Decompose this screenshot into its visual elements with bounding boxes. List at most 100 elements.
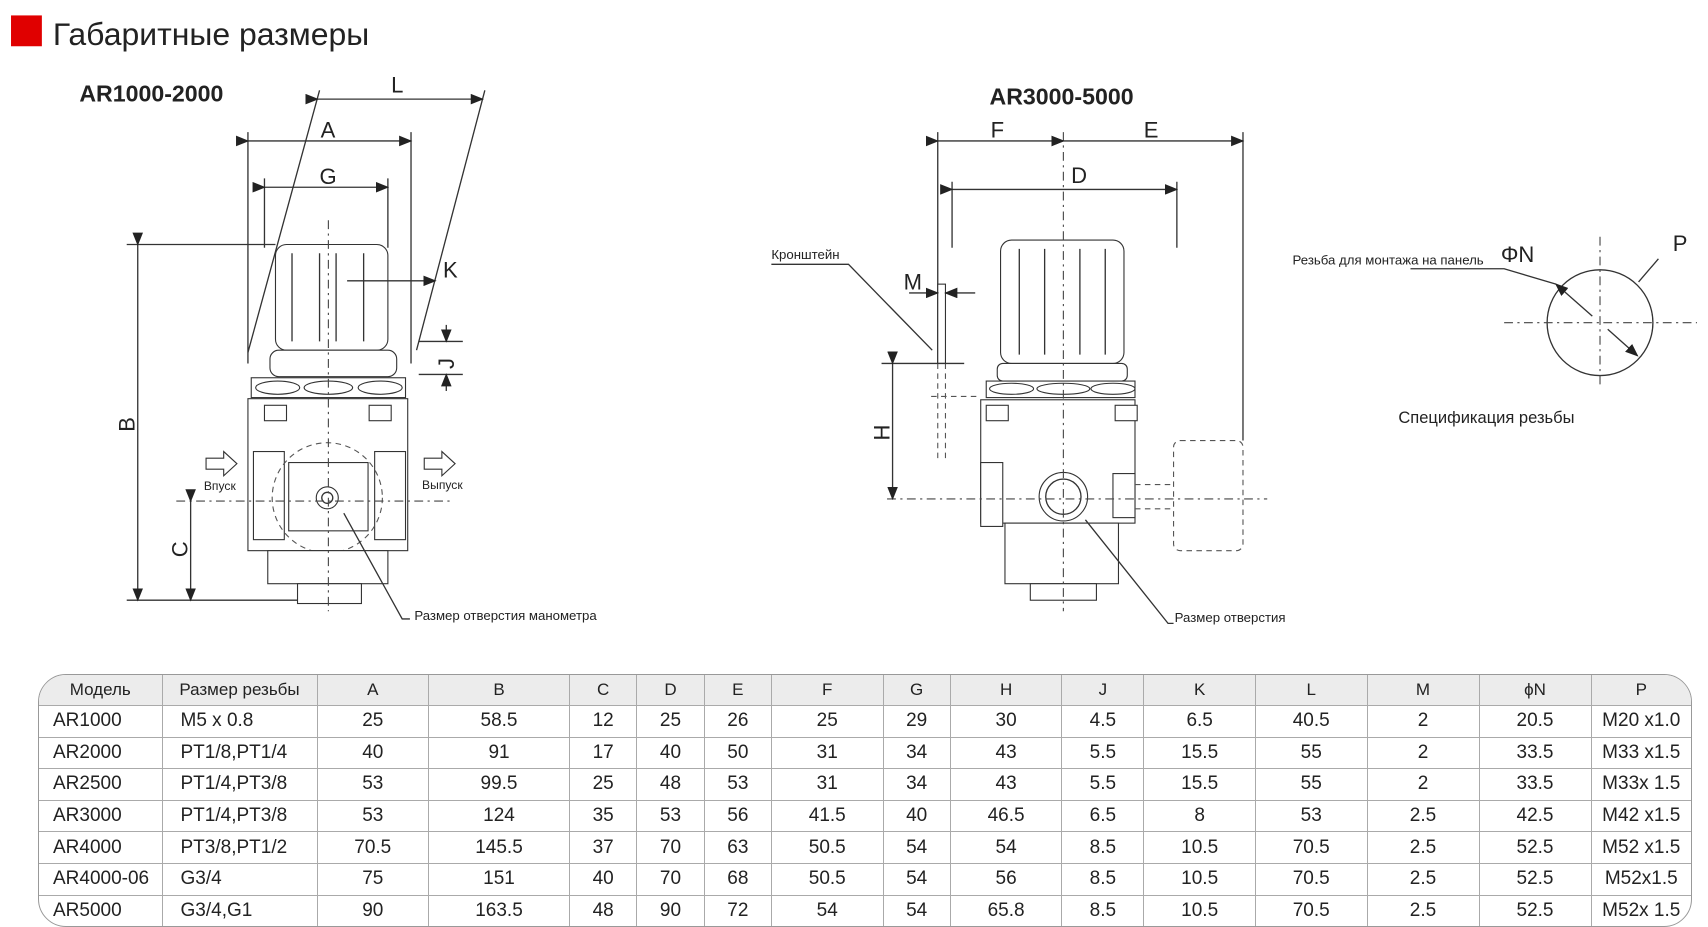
table-cell: 54 [771,895,884,927]
table-cell: 30 [950,705,1063,738]
table-cell: 2.5 [1367,863,1480,896]
port-size-label: Размер отверстия [1175,610,1286,625]
table-cell: M42 x1.5 [1591,800,1691,833]
left-drawing: AR1000-2000 A G L K J B C [79,73,597,624]
dim-label-l: L [391,73,403,98]
column-header: Размер резьбы [162,675,318,706]
table-cell: 90 [636,895,705,927]
table-cell: 25 [317,705,430,738]
column-header: B [428,675,570,706]
dim-label-c: C [167,541,192,557]
table-cell: 2 [1367,768,1480,801]
outlet-label: Выпуск [422,478,463,492]
table-cell: 53 [317,800,430,833]
table-cell: AR3000 [39,800,163,833]
table-cell: PT1/4,PT3/8 [162,768,318,801]
table-cell: 53 [704,768,772,801]
table-cell: 26 [704,705,772,738]
column-header: C [569,675,638,706]
p-label: P [1673,231,1688,256]
column-header: F [771,675,884,706]
table-cell: 91 [428,737,570,770]
table-cell: AR4000-06 [39,863,163,896]
table-cell: 2.5 [1367,831,1480,864]
table-cell: 55 [1255,768,1368,801]
table-cell: 75 [317,863,430,896]
table-cell: AR1000 [39,705,163,738]
table-cell: M52x 1.5 [1602,899,1681,921]
table-cell: 50.5 [771,863,884,896]
table-cell: 70.5 [1255,895,1368,927]
table-cell: 40.5 [1255,705,1368,738]
dim-label-a: A [321,118,336,143]
table-cell: 8.5 [1061,863,1145,896]
table-cell: 58.5 [428,705,570,738]
table-cell: AR2000 [39,737,163,770]
column-header: J [1061,675,1145,706]
table-cell: 53 [1255,800,1368,833]
table-cell: 55 [1255,737,1368,770]
title-square-icon [11,15,42,47]
table-cell: 40 [883,800,951,833]
table-cell: 65.8 [950,895,1063,927]
table-cell: 52.5 [1479,831,1592,864]
table-cell: M33x 1.5 [1591,768,1691,801]
outlet-arrow-icon [423,450,456,478]
column-header: ϕN [1479,675,1592,706]
table-cell: 52.5 [1479,895,1592,927]
table-cell: 99.5 [428,768,570,801]
table-cell: M52 x1.5 [1591,831,1691,864]
table-cell: 15.5 [1143,768,1256,801]
table-cell: 12 [569,705,638,738]
table-cell: 20.5 [1479,705,1592,738]
dim-label-f: F [991,118,1004,143]
table-cell: 48 [569,895,638,927]
left-drawing-title: AR1000-2000 [79,80,223,106]
table-cell: 6.5 [1143,705,1256,738]
table-cell: 34 [883,768,951,801]
dim-label-k: K [443,258,458,283]
dim-label-g: G [320,164,337,189]
inlet-arrow-icon [205,450,238,478]
table-cell: 70.5 [317,831,430,864]
column-header: A [317,675,430,706]
table-cell: 4.5 [1061,705,1145,738]
right-drawing: AR3000-5000 F E D M H Кронштейн Размер о… [771,84,1286,625]
table-cell: 8.5 [1061,831,1145,864]
table-cell: 40 [317,737,430,770]
dim-label-b: B [114,417,139,432]
table-cell: 48 [636,768,705,801]
table-cell: 8 [1143,800,1256,833]
panel-thread-label: Резьба для монтажа на панель [1293,252,1484,267]
table-cell: M52x1.5 [1591,863,1691,896]
table-cell: 10.5 [1143,831,1256,864]
table-cell: 70 [636,863,705,896]
table-cell: 70.5 [1255,863,1368,896]
table-cell: 72 [704,895,772,927]
table-cell: 6.5 [1061,800,1145,833]
table-cell: 43 [950,768,1063,801]
right-drawing-title: AR3000-5000 [990,84,1134,110]
table-cell: M5 x 0.8 [162,705,318,738]
table-cell: 31 [771,737,884,770]
table-cell: 46.5 [950,800,1063,833]
column-header: G [883,675,951,706]
dim-label-j: J [434,358,459,369]
table-cell: 56 [704,800,772,833]
thread-spec-drawing: Резьба для монтажа на панель ΦN P Специф… [1293,231,1697,427]
table-cell: 50 [704,737,772,770]
dim-label-e: E [1144,118,1159,143]
table-cell: M33 x1.5 [1591,737,1691,770]
column-header: E [704,675,772,706]
table-cell: 70.5 [1255,831,1368,864]
table-cell: 56 [950,863,1063,896]
